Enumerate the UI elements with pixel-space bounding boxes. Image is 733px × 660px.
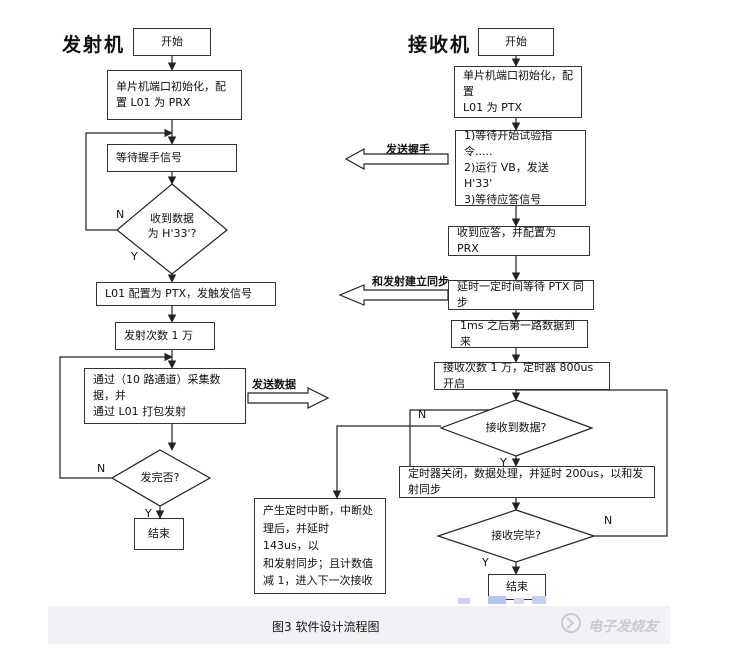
r-first-data-label: 1ms 之后第一路数据到来 — [460, 319, 575, 348]
blur-artifacts — [458, 596, 546, 604]
r-interrupt-box: 产生定时中断，中断处 理后，并延时 143us，以 和发射同步；且计数值 减 1… — [254, 498, 386, 594]
watermark-logo-icon — [561, 613, 581, 633]
t-end-box: 结束 — [134, 518, 184, 550]
send-data-label: 发送数据 — [252, 378, 296, 391]
r-end-label: 结束 — [506, 580, 528, 594]
t-decision-received-diamond — [116, 183, 228, 275]
r-decision-done-diamond — [436, 509, 596, 563]
figure-caption: 图3 软件设计流程图 — [272, 620, 380, 634]
t-init-line-1: 单片机端口初始化，配 — [116, 80, 226, 94]
r-interrupt-line-2: 理后，并延时 143us，以 — [263, 521, 329, 553]
t-send-count-box: 发射次数 1 万 — [115, 322, 215, 350]
r-interrupt-line-1: 产生定时中断，中断处 — [263, 504, 373, 518]
r-step-2: 2)运行 VB，发送 H'33' — [464, 161, 549, 190]
t-done-no-loop-arrow — [59, 352, 173, 479]
r-start-label: 开始 — [505, 35, 527, 49]
r-no-to-interrupt-arrow — [332, 425, 441, 499]
t-config-ptx-box: L01 配置为 PTX，发触发信号 — [96, 282, 276, 306]
r-recv-count-label: 接收次数 1 万，定时器 800us 开启 — [443, 361, 594, 390]
t-wait-handshake-box: 等待握手信号 — [107, 144, 237, 172]
t-start-box: 开始 — [133, 28, 211, 56]
t-init-box: 单片机端口初始化，配 置 L01 为 PRX — [107, 70, 242, 120]
handshake-block-arrow — [344, 147, 449, 171]
r-decision-received-text: 接收到数据? — [485, 421, 547, 434]
r-label-n2: N — [604, 514, 613, 527]
r-got-reply-label: 收到应答，并配置为 PRX — [457, 226, 556, 255]
r-decision-done-text: 接收完毕? — [491, 529, 541, 542]
r-end-box: 结束 — [488, 574, 546, 600]
t-decision-done-diamond — [110, 449, 212, 507]
sync-block-arrow — [338, 284, 449, 306]
t-decision-received-line-1: 收到数据 — [150, 212, 194, 225]
t-decision-received-text: 收到数据 为 H'33'? — [130, 212, 214, 242]
r-decision-received-diamond — [439, 399, 594, 457]
t-decision-received-line-2: 为 H'33'? — [147, 226, 197, 240]
t-label-n1: N — [116, 208, 125, 221]
handshake-label: 发送握手 — [386, 143, 430, 156]
t-collect-line-2: 通过 L01 打包发射 — [93, 404, 187, 418]
t-start-label: 开始 — [161, 35, 183, 49]
r-init-line-2: L01 为 PTX — [463, 100, 523, 114]
t-wait-handshake-label: 等待握手信号 — [116, 151, 182, 165]
t-collect-line-1: 通过（10 路通道）采集数据，并 — [93, 373, 221, 403]
t-label-y2: Y — [145, 507, 152, 520]
r-label-y2: Y — [482, 556, 489, 569]
r-done-no-loop-line — [516, 389, 668, 537]
t-label-y1: Y — [131, 250, 138, 263]
t-label-n2: N — [97, 462, 106, 475]
t-config-ptx-label: L01 配置为 PTX，发触发信号 — [105, 287, 253, 301]
t-no-loop-arrow — [85, 128, 173, 231]
t-init-line-2: 置 L01 为 PRX — [116, 96, 191, 109]
r-start-box: 开始 — [478, 28, 554, 56]
t-end-label: 结束 — [148, 527, 170, 541]
r-label-y1: Y — [500, 456, 507, 469]
t-collect-box: 通过（10 路通道）采集数据，并 通过 L01 打包发射 — [84, 368, 246, 424]
transmitter-title: 发射机 — [62, 34, 126, 56]
t-send-count-label: 发射次数 1 万 — [124, 329, 193, 343]
receiver-title: 接收机 — [408, 34, 472, 56]
watermark-text: 电子发烧友 — [588, 619, 658, 635]
r-delay-sync-box: 延时一定时间等待 PTX 同步 — [448, 280, 594, 310]
r-steps-box: 1)等待开始试验指令..... 2)运行 VB，发送 H'33' 3)等待应答信… — [455, 129, 586, 206]
r-init-box: 单片机端口初始化，配置 L01 为 PTX — [454, 66, 582, 118]
r-recv-count-box: 接收次数 1 万，定时器 800us 开启 — [434, 361, 610, 390]
r-init-line-1: 单片机端口初始化，配置 — [463, 69, 573, 99]
sync-label: 和发射建立同步 — [372, 275, 449, 288]
t-decision-done-text: 发完否? — [140, 471, 180, 484]
send-data-block-arrow — [247, 387, 330, 409]
r-interrupt-line-4: 减 1，进入下一次接收 — [263, 574, 373, 588]
caption-bar — [48, 606, 670, 644]
r-delay-sync-label: 延时一定时间等待 PTX 同步 — [457, 280, 584, 309]
r-interrupt-line-3: 和发射同步；且计数值 — [263, 556, 373, 570]
r-timer-off-label: 定时器关闭，数据处理，并延时 200us，以和发射同步 — [408, 467, 644, 496]
r-got-reply-box: 收到应答，并配置为 PRX — [448, 226, 590, 256]
r-timer-off-box: 定时器关闭，数据处理，并延时 200us，以和发射同步 — [399, 466, 655, 498]
r-step-1: 1)等待开始试验指令..... — [464, 129, 553, 159]
r-label-n1: N — [418, 408, 427, 421]
r-first-data-box: 1ms 之后第一路数据到来 — [451, 319, 588, 348]
r-step-3: 3)等待应答信号 — [464, 192, 542, 206]
